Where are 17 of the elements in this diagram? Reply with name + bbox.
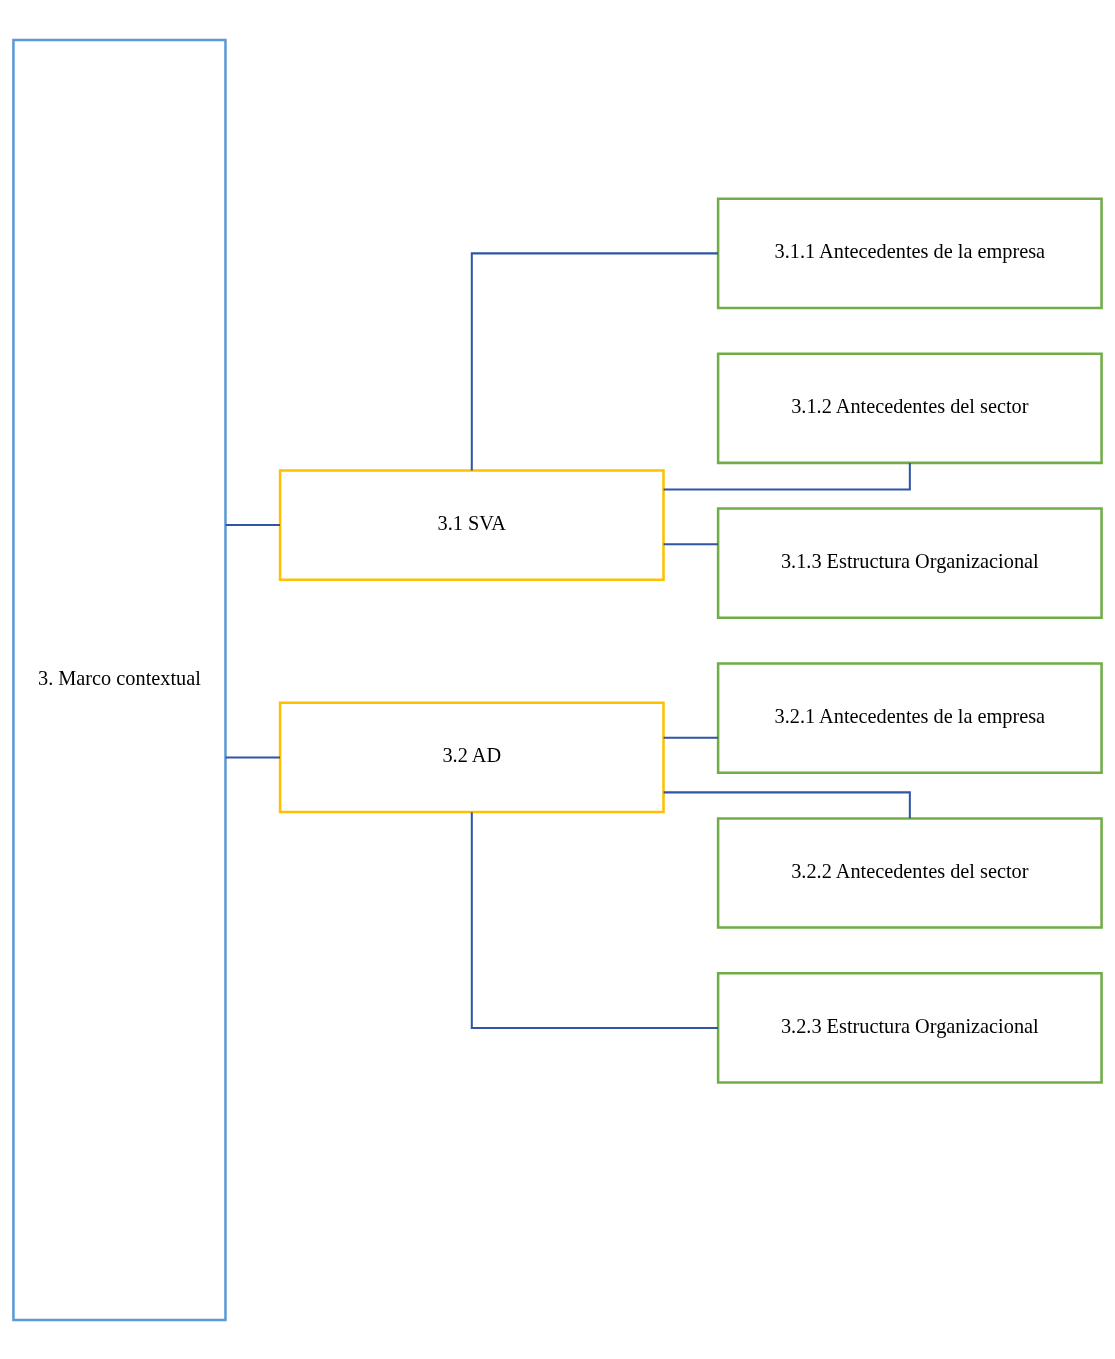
connector	[470, 811, 719, 1029]
node-box: 3. Marco contextual	[12, 38, 227, 1321]
connector	[663, 736, 719, 739]
connector	[225, 755, 280, 758]
node-box: 3.1.3 Estructura Organizacional	[716, 506, 1103, 619]
connector	[225, 523, 280, 526]
node-box: 3.2.2 Antecedentes del sector	[716, 816, 1103, 929]
node-box: 3.1.1 Antecedentes de la empresa	[716, 197, 1103, 309]
connector	[663, 790, 911, 818]
connector	[663, 542, 719, 545]
node-box: 3.2.3 Estructura Organizacional	[716, 971, 1103, 1084]
node-box: 3.1 SVA	[278, 468, 665, 581]
node-box: 3.2 AD	[278, 701, 665, 813]
connector	[470, 251, 719, 470]
node-box: 3.2.1 Antecedentes de la empresa	[716, 661, 1103, 774]
connector	[663, 462, 911, 491]
node-box: 3.1.2 Antecedentes del sector	[716, 351, 1103, 464]
